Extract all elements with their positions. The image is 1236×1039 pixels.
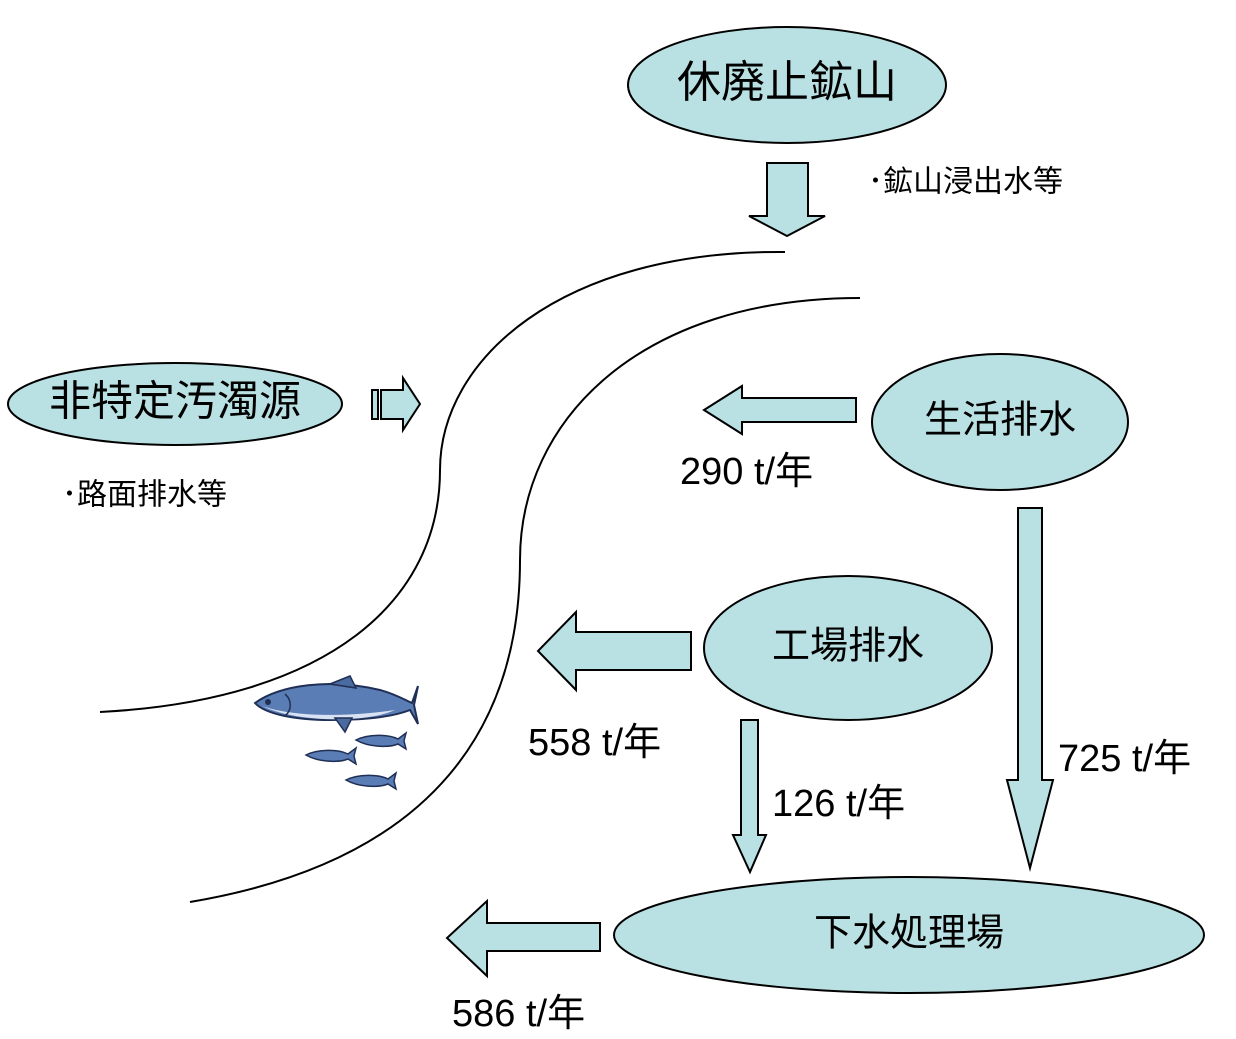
- factory-to-river-label: 558 t/年: [528, 722, 661, 764]
- sewage-plant-node: [613, 876, 1205, 994]
- nonpoint-source-label: 非特定汚濁源: [49, 377, 301, 426]
- domestic-wastewater-node: [871, 353, 1129, 491]
- river-left-bank: [99, 250, 786, 713]
- mine-note: ･鉱山浸出水等: [868, 165, 1063, 200]
- fish-icon: [253, 675, 419, 791]
- plant-to-river-label: 586 t/年: [452, 993, 585, 1035]
- factory-wastewater-node: [703, 575, 993, 721]
- factory-to-plant-label: 126 t/年: [772, 783, 905, 825]
- domestic-to-plant-arrow: [1005, 507, 1055, 872]
- river-right-bank: [189, 297, 861, 903]
- domestic-to-plant-label: 725 t/年: [1058, 738, 1191, 780]
- road-note: ･路面排水等: [62, 478, 227, 513]
- sewage-plant-label: 下水処理場: [814, 911, 1004, 955]
- closed-mine-node: [627, 26, 947, 144]
- plant-to-river-arrow: [445, 898, 601, 979]
- nonpoint-right-arrow: [380, 374, 422, 434]
- mine-down-arrow: [748, 162, 826, 238]
- factory-to-river-arrow: [536, 609, 692, 693]
- domestic-to-river-arrow: [702, 384, 857, 436]
- domestic-wastewater-label: 生活排水: [924, 398, 1076, 442]
- domestic-to-river-label: 290 t/年: [680, 451, 813, 493]
- closed-mine-label: 休廃止鉱山: [677, 57, 897, 108]
- nonpoint-arrow-tail: [371, 389, 379, 420]
- nonpoint-source-node: [7, 362, 343, 446]
- factory-to-plant-arrow: [731, 719, 768, 875]
- factory-wastewater-label: 工場排水: [772, 624, 924, 668]
